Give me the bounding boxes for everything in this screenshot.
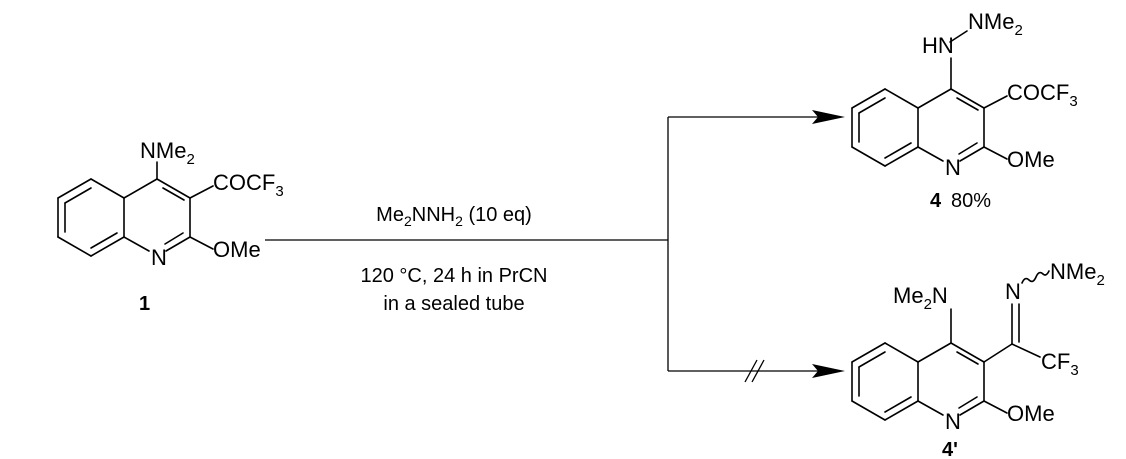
compound-1-nme2-label: NMe2 bbox=[140, 138, 195, 168]
compound-4prime-nme2-label: NMe2 bbox=[1050, 259, 1105, 289]
conditions-vessel: in a sealed tube bbox=[383, 293, 524, 315]
compound-4-cocf3-label: COCF3 bbox=[1007, 80, 1078, 110]
compound-4prime-structure bbox=[851, 270, 1050, 421]
compound-4-structure bbox=[851, 30, 1008, 167]
compound-4prime-me2n-label: Me2N bbox=[893, 283, 948, 313]
compound-4prime-cf3-label: CF3 bbox=[1041, 349, 1079, 379]
compound-1-ome-label: OMe bbox=[213, 237, 261, 262]
compound-4prime-id: 4' bbox=[942, 439, 958, 459]
compound-1-id: 1 bbox=[139, 293, 150, 315]
compound-4prime-ring-n-label: N bbox=[945, 409, 961, 434]
compound-4-id: 4 bbox=[930, 190, 942, 212]
reagent-label: Me2NNH2 (10 eq) bbox=[376, 204, 532, 229]
compound-4-ome-label: OMe bbox=[1007, 147, 1055, 172]
reaction-blocked-mark bbox=[744, 359, 765, 383]
conditions-temperature-time: 120 °C, 24 h in PrCN bbox=[361, 265, 548, 287]
compound-1-structure bbox=[57, 161, 214, 257]
compound-4prime-ome-label: OMe bbox=[1007, 401, 1055, 426]
compound-4prime-imine-n-label: N bbox=[1005, 279, 1021, 304]
compound-1-cocf3-label: COCF3 bbox=[213, 170, 284, 200]
reaction-arrows bbox=[265, 110, 845, 378]
compound-4-hn-label: HN bbox=[922, 33, 954, 58]
compound-4-ring-n-label: N bbox=[945, 155, 961, 180]
compound-4-nme2-label: NMe2 bbox=[968, 9, 1023, 39]
compound-4-yield: 80% bbox=[951, 190, 991, 212]
compound-1-ring-n-label: N bbox=[151, 245, 167, 270]
